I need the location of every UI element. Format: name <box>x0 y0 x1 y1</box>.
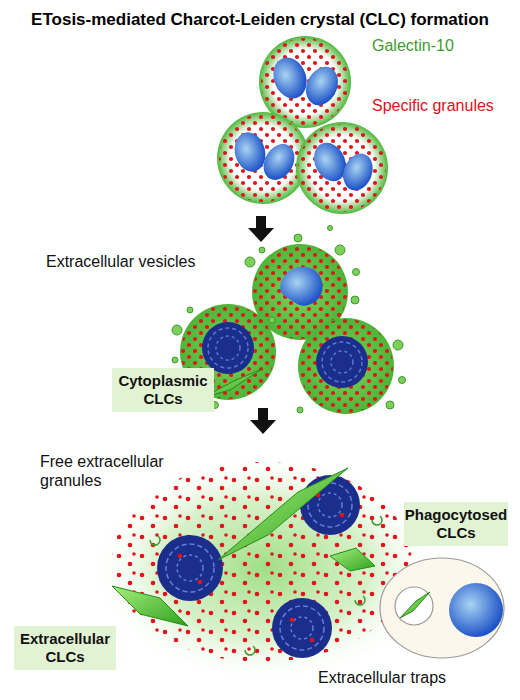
crystals <box>112 468 375 626</box>
box-text: Cytoplasmic CLCs <box>118 372 207 408</box>
resting-eosinophils <box>217 36 388 214</box>
box-text: Extracellular CLCs <box>20 630 110 666</box>
stage-label-box: Phagocytosed CLCs <box>404 502 508 546</box>
extracellular-traps-scene <box>90 453 440 683</box>
macrophage <box>380 558 504 658</box>
figure-title: ETosis-mediated Charcot-Leiden crystal (… <box>0 10 520 30</box>
stage-label-box: Extracellular CLCs <box>14 626 116 670</box>
annotation-label: Extracellular vesicles <box>46 252 226 271</box>
annotation-label: Galectin-10 <box>372 36 512 55</box>
net-chromatin <box>157 475 360 658</box>
stage-label-box: Cytoplasmic CLCs <box>112 368 214 412</box>
annotation-label: Extracellular traps <box>318 668 508 687</box>
annotation-label: Free extracellular granules <box>40 452 195 490</box>
box-text: Phagocytosed CLCs <box>405 506 508 542</box>
annotation-label: Specific granules <box>372 96 512 115</box>
